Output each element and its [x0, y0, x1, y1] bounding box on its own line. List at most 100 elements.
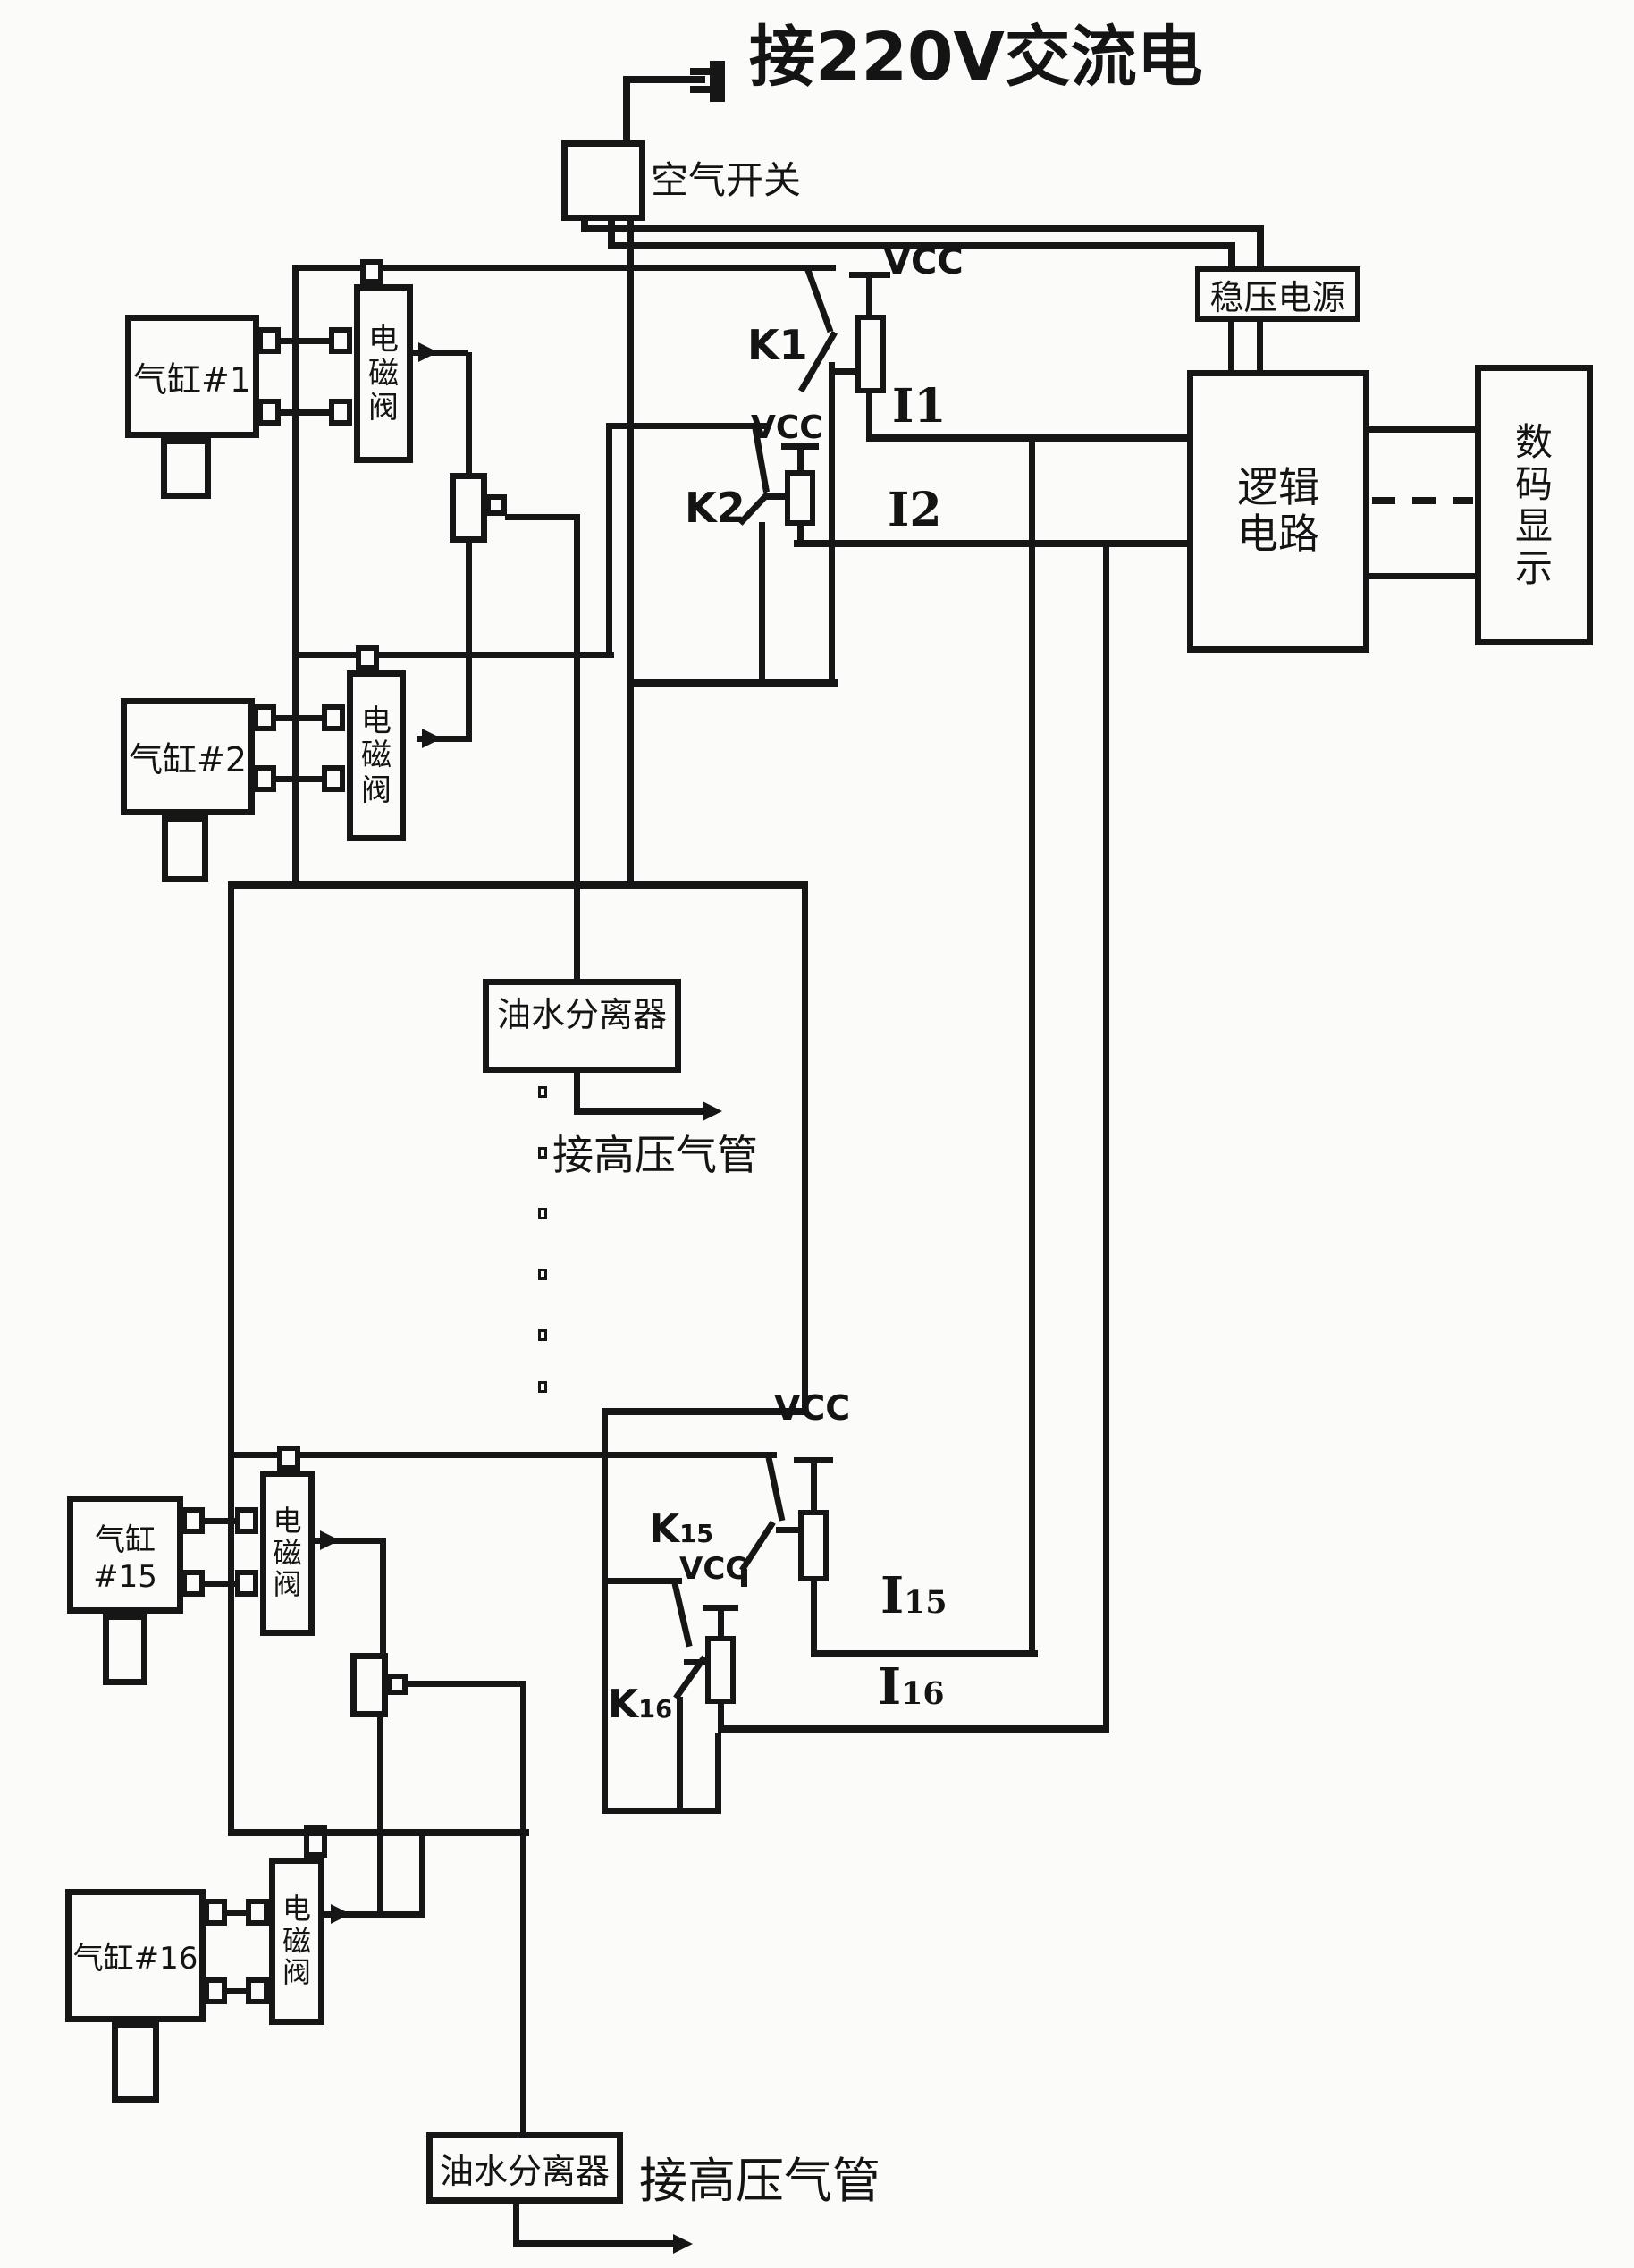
valve1-label: 电磁阀 — [367, 321, 399, 426]
wire — [627, 679, 838, 687]
wire — [718, 1605, 724, 1636]
wire — [228, 1452, 777, 1458]
wire — [608, 242, 1235, 249]
separator2-label: 油水分离器 — [439, 2151, 610, 2191]
digital-display-label: 数码显示 — [1514, 419, 1553, 591]
wire — [776, 1527, 800, 1533]
cylinder15-label: 气缸#15 — [93, 1522, 157, 1595]
cylinder15-rod — [103, 1614, 147, 1685]
port — [257, 399, 281, 426]
k16-label: K16 — [608, 1682, 673, 1727]
wire — [1029, 434, 1035, 1657]
page-title: 接220V交流电 — [749, 19, 1203, 96]
wire — [741, 1569, 747, 1587]
wire — [417, 736, 468, 742]
power-supply-label: 稳压电源 — [1209, 277, 1346, 317]
port — [277, 1446, 300, 1471]
wire — [1228, 320, 1234, 372]
valve2-label: 电磁阀 — [360, 704, 392, 808]
wire — [623, 76, 630, 142]
wire — [413, 350, 468, 356]
vcc-label-k15: VCC — [774, 1388, 851, 1428]
port — [356, 645, 379, 670]
wire — [228, 1829, 529, 1836]
wire — [228, 881, 808, 889]
tee-nub — [485, 494, 507, 516]
wire — [627, 221, 634, 889]
wire — [765, 1456, 786, 1522]
wire — [574, 1073, 580, 1115]
cylinder1-label: 气缸#1 — [132, 359, 252, 400]
wire — [606, 423, 612, 658]
port — [360, 259, 383, 284]
wire — [718, 1704, 724, 1731]
port — [257, 327, 281, 354]
wire — [520, 1681, 526, 2132]
wire — [203, 1581, 240, 1587]
i16-label: I16 — [878, 1657, 945, 1716]
resistor-k1 — [855, 315, 886, 393]
separator1-label: 油水分离器 — [496, 995, 667, 1034]
wire — [715, 1733, 721, 1814]
wire — [804, 266, 834, 333]
dashed-connector — [1372, 497, 1473, 504]
tee-nub — [386, 1674, 408, 1695]
wire — [513, 2201, 519, 2247]
flow-arrow-icon — [422, 729, 442, 748]
wire — [225, 1910, 249, 1916]
k15-label: K15 — [649, 1506, 714, 1552]
wire — [759, 522, 765, 686]
wire — [377, 1717, 383, 1914]
k1-label: K1 — [747, 321, 808, 369]
wire — [324, 1911, 425, 1918]
port — [253, 765, 276, 792]
wire — [1257, 320, 1263, 372]
vcc-label-k16: VCC — [679, 1551, 748, 1587]
valve16-label: 电磁阀 — [282, 1891, 311, 1990]
wire — [466, 543, 472, 742]
wire — [602, 1408, 608, 1810]
tee-fitting — [350, 1653, 388, 1717]
digital-display-box: 数码显示 — [1475, 365, 1593, 645]
wire — [606, 423, 769, 429]
cylinder1-rod — [161, 438, 211, 499]
air-switch-box — [561, 140, 645, 221]
wire — [1228, 242, 1235, 268]
separator1-box: 油水分离器 — [483, 979, 681, 1073]
k2-label: K2 — [685, 484, 745, 532]
wire — [1257, 225, 1264, 268]
ellipsis-mark — [538, 1269, 547, 1280]
wire — [677, 1697, 683, 1810]
wire — [292, 652, 614, 658]
separator2-box: 油水分离器 — [426, 2132, 623, 2204]
tee-fitting — [450, 473, 487, 543]
wire — [811, 1581, 817, 1657]
wire — [602, 1808, 721, 1814]
port — [181, 1507, 205, 1534]
wire — [671, 1582, 693, 1648]
wire — [608, 221, 615, 249]
wire — [764, 493, 787, 500]
valve15-label: 电磁阀 — [273, 1503, 302, 1602]
resistor-k2 — [785, 470, 815, 526]
resistor-k15 — [798, 1510, 829, 1581]
flow-arrow-icon — [703, 1101, 722, 1121]
cylinder16-label: 气缸#16 — [72, 1941, 198, 1977]
wire — [225, 1988, 249, 1994]
wire — [279, 338, 333, 344]
wire — [203, 1518, 240, 1524]
valve16-box: 电磁阀 — [269, 1858, 324, 2025]
ellipsis-mark — [538, 1086, 547, 1098]
wire — [274, 715, 325, 721]
wire — [623, 76, 705, 83]
signal-wire-i2 — [794, 540, 1193, 547]
ellipsis-mark — [538, 1208, 547, 1219]
wire — [315, 1538, 386, 1544]
wire — [408, 1681, 526, 1687]
vcc-label-k1: VCC — [883, 241, 964, 282]
wire — [797, 443, 804, 470]
valve15-box: 电磁阀 — [260, 1471, 315, 1636]
hp-pipe-label-2: 接高压气管 — [639, 2153, 880, 2209]
valve1-box: 电磁阀 — [354, 284, 413, 463]
wire — [1369, 573, 1475, 579]
